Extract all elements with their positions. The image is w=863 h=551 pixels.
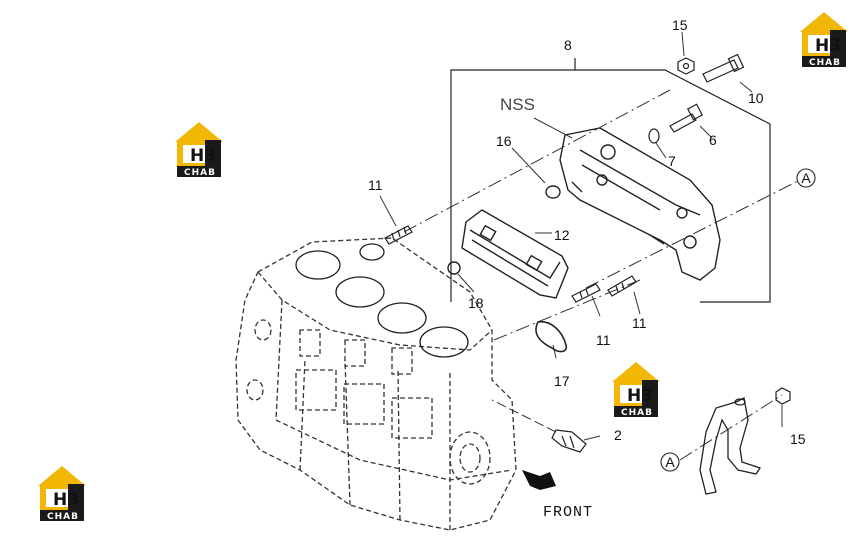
leader-lines bbox=[379, 31, 801, 461]
nut-15-bottom bbox=[775, 387, 791, 405]
front-label: FRONT bbox=[543, 504, 593, 521]
oil-pressure-switch-2 bbox=[551, 429, 587, 453]
svg-text:H3: H3 bbox=[53, 490, 79, 510]
callout-12: 12 bbox=[554, 227, 570, 243]
callout-15-top: 15 bbox=[672, 17, 688, 33]
callout-17: 17 bbox=[554, 373, 570, 389]
gasket-17 bbox=[535, 320, 568, 353]
reference-mark-a-bottom: A bbox=[660, 452, 680, 472]
bolt-10 bbox=[702, 53, 745, 83]
oil-cooler-body bbox=[559, 127, 721, 281]
reference-mark-a-label: A bbox=[665, 454, 675, 470]
callout-2: 2 bbox=[614, 427, 622, 443]
cylinder-bores bbox=[295, 243, 469, 358]
callout-6: 6 bbox=[709, 132, 717, 148]
reference-mark-a-label: A bbox=[801, 170, 811, 186]
callout-18: 18 bbox=[468, 295, 484, 311]
svg-text:H3: H3 bbox=[815, 36, 841, 56]
callout-11-right: 11 bbox=[632, 315, 647, 331]
watermark-logo-center: H3 CHAB bbox=[612, 362, 660, 418]
nss-label: NSS bbox=[500, 95, 535, 114]
callout-10: 10 bbox=[748, 90, 764, 106]
reference-mark-a-top: A bbox=[796, 168, 816, 188]
svg-text:CHAB: CHAB bbox=[621, 408, 653, 418]
watermark-logo-bottom-left: H3 CHAB bbox=[38, 466, 86, 522]
washer-7 bbox=[648, 128, 660, 144]
callout-16: 16 bbox=[496, 133, 512, 149]
callout-7: 7 bbox=[668, 153, 676, 169]
svg-text:CHAB: CHAB bbox=[809, 58, 841, 68]
front-arrow-icon bbox=[522, 470, 556, 490]
oil-cooler-element bbox=[461, 209, 569, 299]
callout-8: 8 bbox=[564, 37, 572, 53]
callout-11-left: 11 bbox=[368, 177, 383, 193]
svg-text:H3: H3 bbox=[190, 146, 216, 166]
watermark-logo-left: H3 CHAB bbox=[175, 122, 223, 178]
assembly-bracket bbox=[450, 58, 771, 303]
callout-15-bottom: 15 bbox=[790, 431, 806, 447]
stud-11-right bbox=[607, 275, 637, 297]
bolt-6 bbox=[669, 103, 704, 133]
engine-block bbox=[235, 237, 517, 531]
nut-15-top bbox=[677, 57, 695, 75]
o-ring-18 bbox=[447, 261, 461, 275]
watermark-logo-top-right: H3 CHAB bbox=[800, 12, 848, 68]
svg-text:H3: H3 bbox=[627, 386, 653, 406]
callout-11-middle: 11 bbox=[596, 332, 611, 348]
stud-11-left bbox=[384, 225, 413, 245]
stud-11-middle bbox=[571, 283, 601, 303]
callout-labels: 15 10 8 6 7 16 11 12 18 11 11 17 2 15 NS… bbox=[368, 17, 806, 521]
svg-text:CHAB: CHAB bbox=[47, 512, 79, 522]
water-pipe-fitting bbox=[699, 397, 762, 495]
o-ring-16 bbox=[545, 185, 561, 199]
svg-text:CHAB: CHAB bbox=[184, 168, 216, 178]
